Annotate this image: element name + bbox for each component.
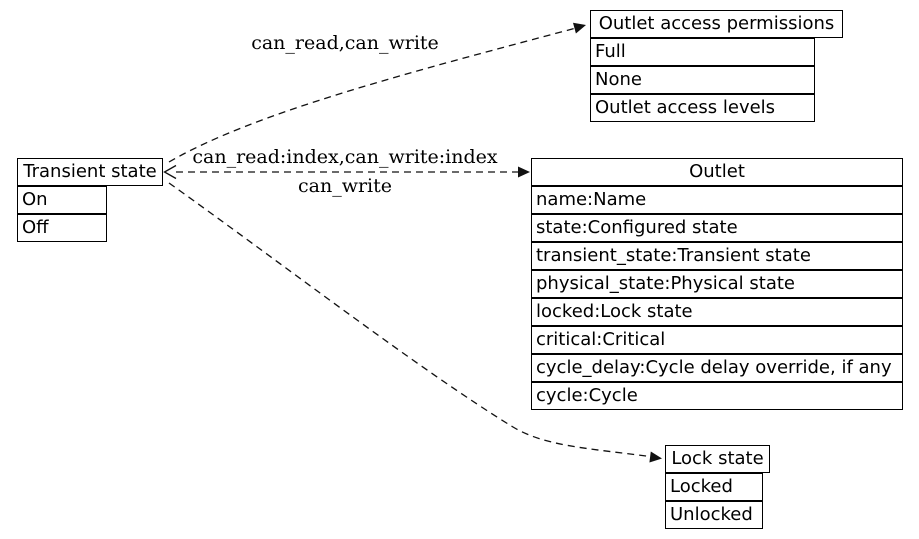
outlet-row-critical: critical:Critical (531, 326, 903, 354)
arrowhead-into-lockstate-icon (649, 451, 662, 463)
outlet-row-cycle: cycle:Cycle (531, 382, 903, 410)
outlet-row-physical-state: physical_state:Physical state (531, 270, 903, 298)
permissions-row-outlet-access-levels: Outlet access levels (590, 94, 815, 122)
outlet-row-transient-state: transient_state:Transient state (531, 242, 903, 270)
outlet-access-permissions-title: Outlet access permissions (590, 10, 843, 38)
outlet-row-name: name:Name (531, 186, 903, 214)
arrowhead-into-transient-icon (163, 164, 177, 180)
edge-label-can-write: can_write (297, 175, 392, 197)
outlet-title: Outlet (531, 158, 903, 186)
permissions-row-none: None (590, 66, 815, 94)
outlet-row-state: state:Configured state (531, 214, 903, 242)
edge-transient-to-lockstate (168, 182, 651, 458)
arrowhead-into-outlet-icon (518, 166, 530, 178)
transient-state-title: Transient state (17, 158, 163, 186)
transient-state-row-on: On (17, 186, 107, 214)
lock-state-title: Lock state (665, 445, 770, 473)
transient-state-row-off: Off (17, 214, 107, 242)
outlet-row-locked: locked:Lock state (531, 298, 903, 326)
edge-label-can-read-can-write: can_read,can_write (251, 32, 439, 54)
arrowhead-into-permissions-icon (573, 22, 586, 34)
edge-transient-to-permissions (168, 27, 577, 163)
edge-label-can-read-index-can-write-index: can_read:index,can_write:index (192, 146, 498, 168)
lock-state-row-unlocked: Unlocked (665, 501, 763, 529)
outlet-row-cycle-delay: cycle_delay:Cycle delay override, if any (531, 354, 903, 382)
permissions-row-full: Full (590, 38, 815, 66)
lock-state-row-locked: Locked (665, 473, 763, 501)
